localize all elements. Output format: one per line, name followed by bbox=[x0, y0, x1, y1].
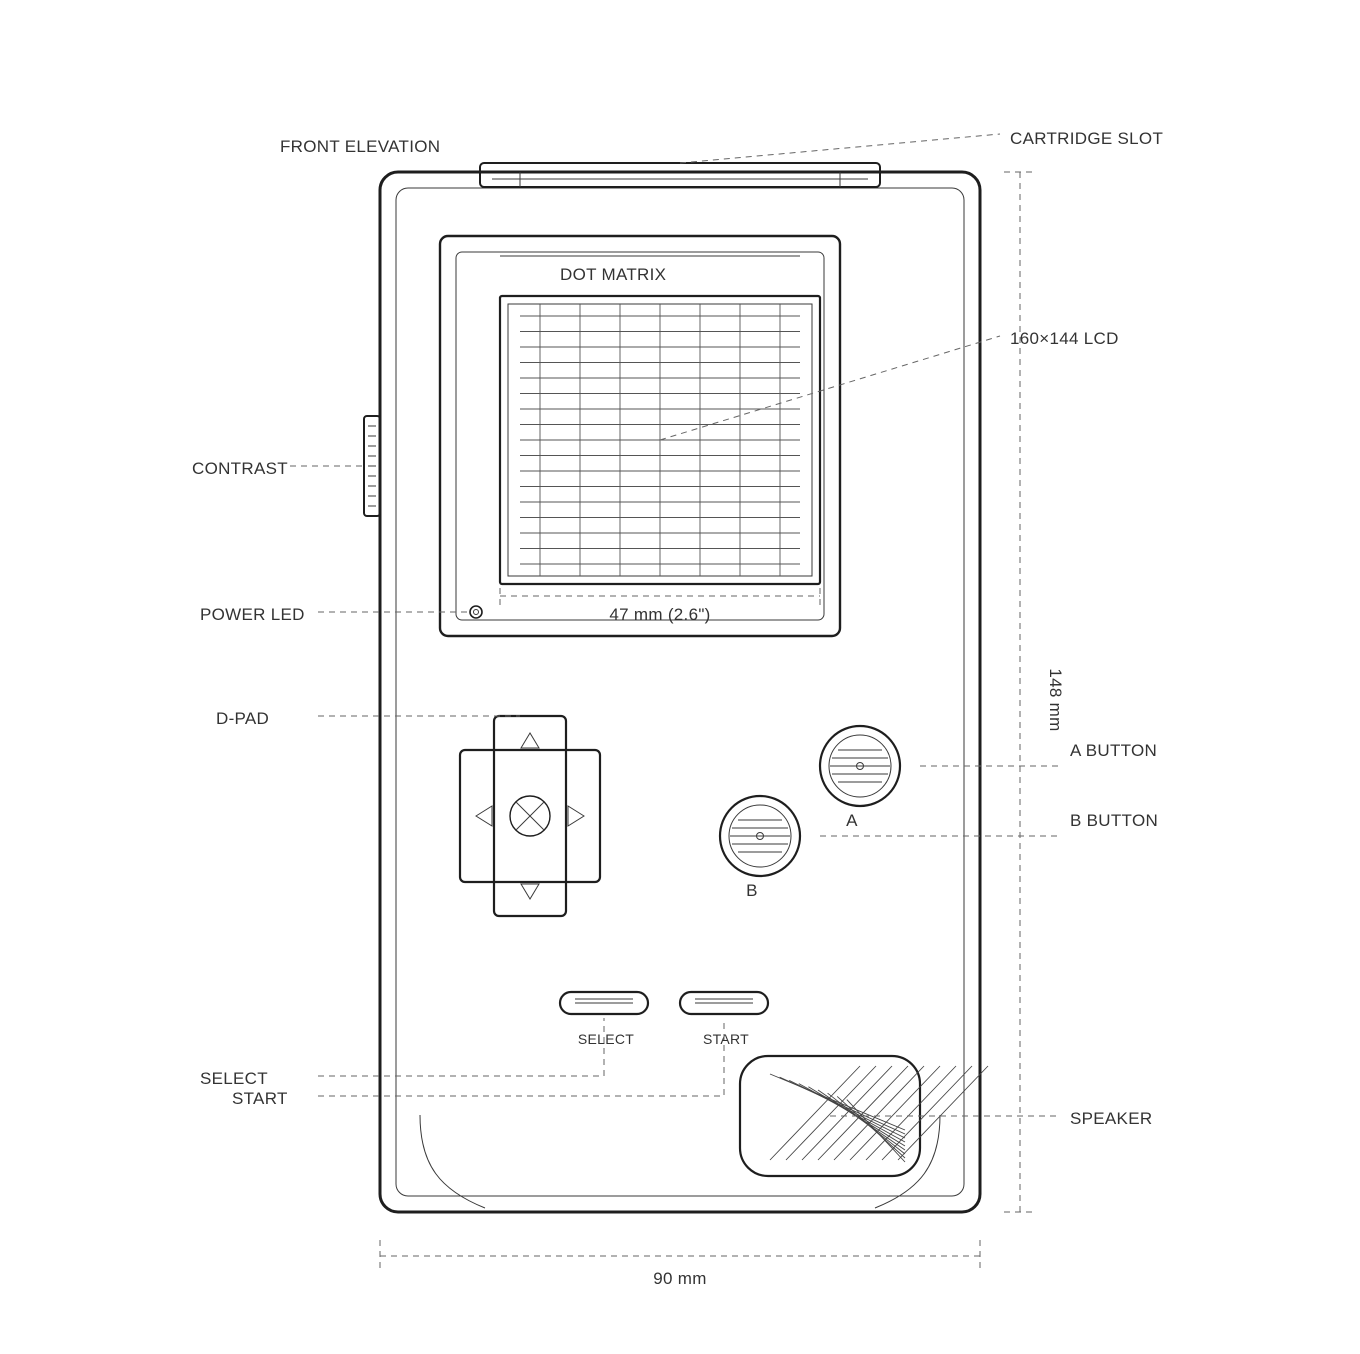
callout-start: START bbox=[232, 1089, 288, 1108]
b-button[interactable]: B bbox=[718, 794, 802, 900]
arrow-down-icon bbox=[520, 883, 540, 900]
b-button-label: B bbox=[746, 881, 758, 900]
speaker-hatch-line bbox=[769, 1065, 861, 1161]
select-button[interactable]: SELECT bbox=[558, 990, 650, 1047]
speaker-hatch-line bbox=[833, 1065, 925, 1161]
speaker-hatch-line bbox=[849, 1065, 941, 1161]
dpad[interactable] bbox=[458, 714, 602, 918]
width-value: 90 mm bbox=[653, 1269, 706, 1288]
screen-bezel: DOT MATRIX bbox=[438, 234, 842, 638]
callout-b-button: B BUTTON bbox=[1070, 811, 1158, 830]
contrast-wheel bbox=[363, 415, 381, 517]
callout-speaker: SPEAKER bbox=[1070, 1109, 1152, 1128]
screen-width-value: 47 mm (2.6") bbox=[609, 605, 710, 624]
leader-lines bbox=[290, 133, 1060, 1117]
a-button[interactable]: A bbox=[818, 724, 902, 830]
height-value: 148 mm bbox=[1046, 668, 1065, 731]
callout-power-led: POWER LED bbox=[200, 605, 305, 624]
lcd-screen bbox=[498, 294, 822, 586]
speaker-hatch-line bbox=[827, 1092, 906, 1155]
callout-select: SELECT bbox=[200, 1069, 268, 1088]
height-dimension: 148 mm bbox=[1004, 171, 1065, 1213]
arrow-left-icon bbox=[475, 805, 493, 827]
callout-lcd: 160×144 LCD bbox=[1010, 329, 1119, 348]
speaker-hatch-line bbox=[846, 1099, 906, 1163]
drawing-title: FRONT ELEVATION bbox=[280, 137, 440, 156]
speaker-hatch-line bbox=[817, 1065, 909, 1161]
cartridge-slot bbox=[479, 162, 881, 188]
power-led bbox=[469, 605, 483, 619]
body-inner-bevel bbox=[395, 187, 965, 1197]
arrow-right-icon bbox=[567, 805, 585, 827]
width-dimension: 90 mm bbox=[379, 1240, 981, 1288]
speaker-hatch-line bbox=[881, 1065, 973, 1161]
dpad-center-icon bbox=[509, 795, 551, 837]
bottom-corner-curve bbox=[419, 1114, 486, 1209]
bottom-corner-curve-right bbox=[874, 1114, 941, 1209]
start-button-label: START bbox=[703, 1031, 749, 1047]
a-button-label: A bbox=[846, 811, 858, 830]
select-button-label: SELECT bbox=[578, 1031, 634, 1047]
callout-cartridge-slot: CARTRIDGE SLOT bbox=[1010, 129, 1163, 148]
speaker-hatch-line bbox=[865, 1065, 957, 1161]
speaker-hatch-line bbox=[788, 1079, 906, 1139]
speaker-hatch-line bbox=[785, 1065, 877, 1161]
arrow-up-icon bbox=[520, 732, 540, 749]
speaker-hatch-line bbox=[836, 1096, 906, 1159]
callout-dpad: D-PAD bbox=[216, 709, 269, 728]
body-outline bbox=[378, 170, 982, 1214]
callout-contrast: CONTRAST bbox=[192, 459, 288, 478]
speaker-hatch-line bbox=[897, 1065, 989, 1161]
callout-a-button: A BUTTON bbox=[1070, 741, 1157, 760]
start-button[interactable]: START bbox=[678, 990, 770, 1047]
screen-width-dimension: 47 mm (2.6") bbox=[499, 588, 821, 624]
screen-brand-label: DOT MATRIX bbox=[560, 265, 666, 284]
speaker-hatch-line bbox=[801, 1065, 893, 1161]
